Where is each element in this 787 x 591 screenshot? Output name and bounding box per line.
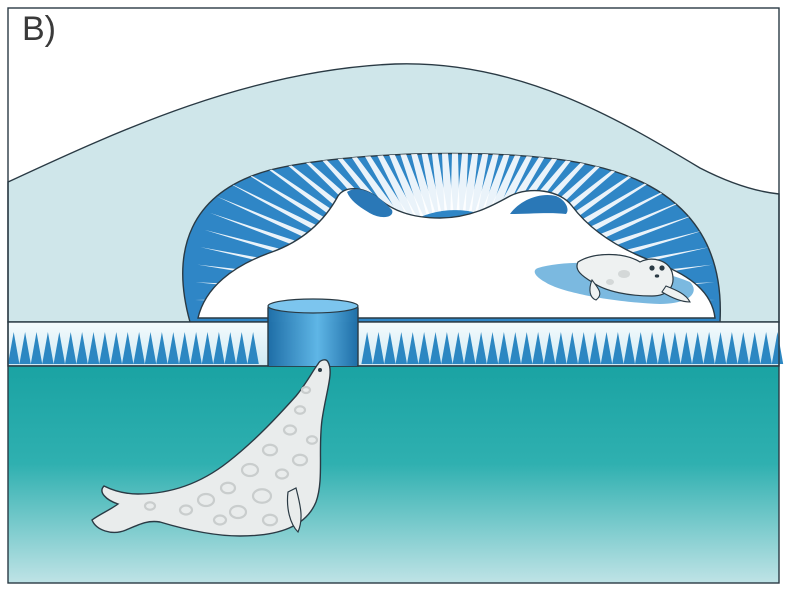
water-column [8,366,779,583]
panel-label: B) [22,12,56,46]
breathing-hole [268,299,358,366]
